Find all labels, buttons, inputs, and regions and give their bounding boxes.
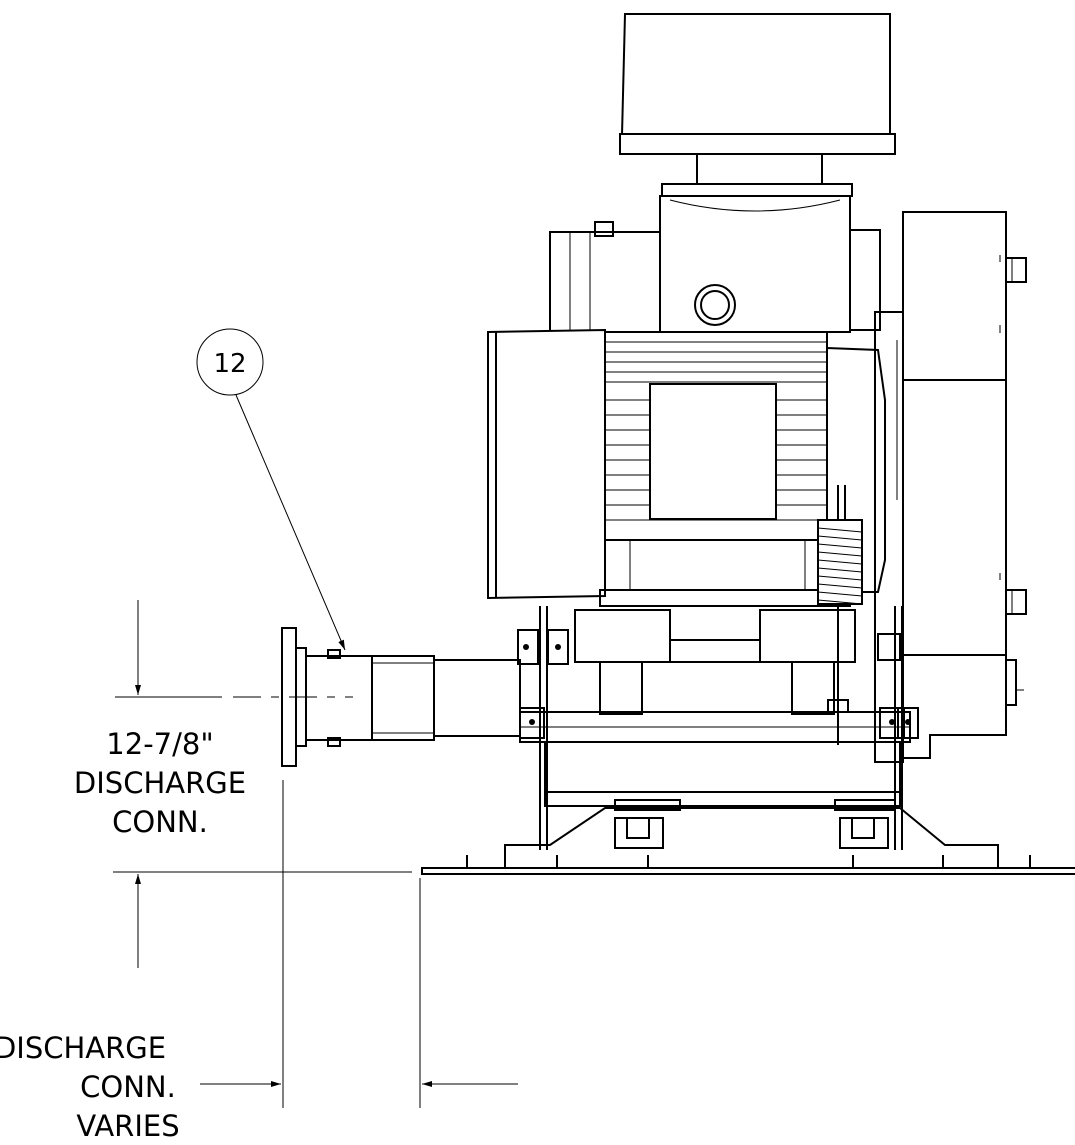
base [421,799,1075,875]
item-balloon-12: 12 [196,328,346,651]
height-discharge-label: DISCHARGE [74,766,246,800]
height-dimension [113,600,412,968]
height-dimension-label: 12-7/8" DISCHARGE CONN. [74,727,246,839]
offset-conn-label: CONN. [80,1070,176,1104]
discharge-pipe [281,627,521,767]
offset-dimension-label: DISCHARGE CONN. VARIES [0,1031,180,1143]
mounting-frame [517,606,919,850]
height-value-label: 12-7/8" [106,727,213,761]
motor [487,328,886,607]
offset-dimension [200,780,518,1108]
upper-housing [549,195,881,333]
motor-hood [619,13,896,197]
offset-discharge-label: DISCHARGE [0,1031,166,1065]
tension-spring [817,485,863,745]
offset-varies-label: VARIES [76,1109,179,1143]
blower-housing [874,211,1027,763]
height-conn-label: CONN. [112,805,208,839]
conduit-fitting-icon [694,284,736,326]
balloon-number: 12 [213,349,246,379]
